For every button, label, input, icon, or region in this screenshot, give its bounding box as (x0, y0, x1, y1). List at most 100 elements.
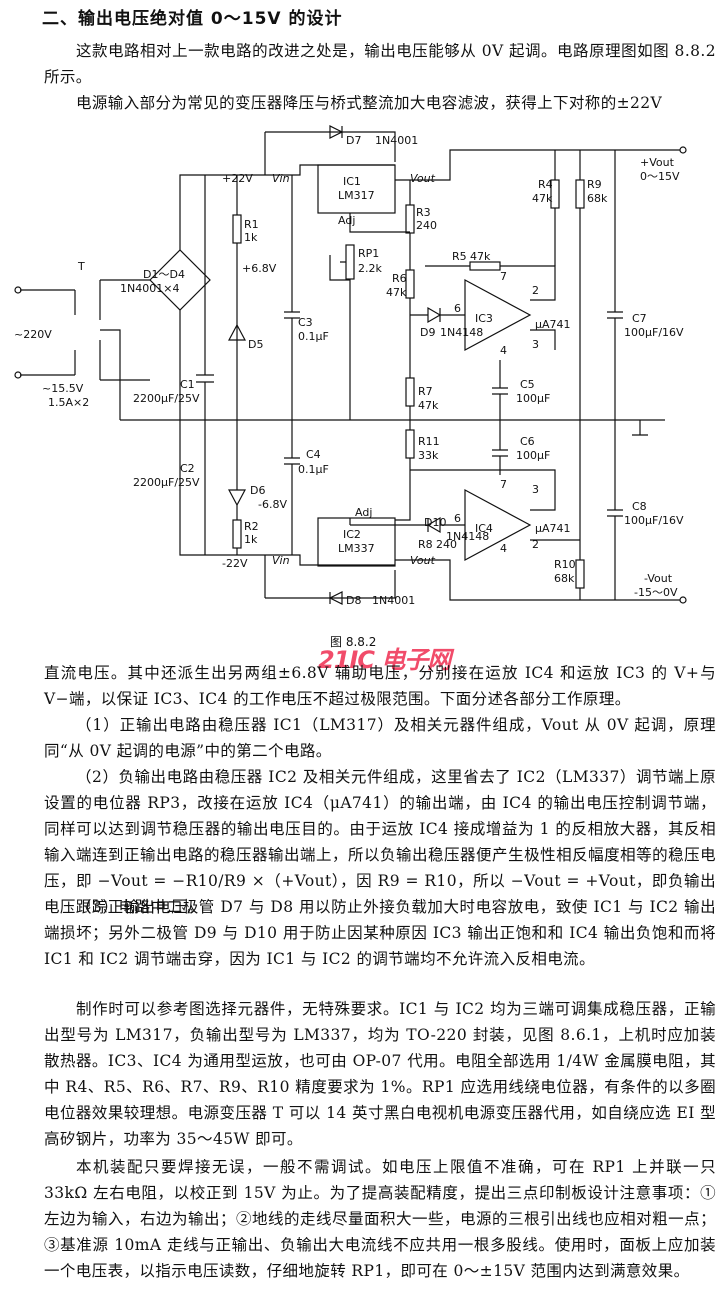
label-p22: +22V (222, 172, 253, 185)
label-c4: C4 (306, 448, 321, 461)
label-r6: R6 (392, 272, 407, 285)
label-d7-type: 1N4001 (375, 134, 418, 147)
label-ic1: IC1 (343, 175, 361, 188)
label-r3: R3 (416, 206, 431, 219)
label-ic3-type: μA741 (535, 318, 571, 331)
label-c7-val: 100μF/16V (624, 326, 684, 339)
label-pin7a: 7 (500, 270, 507, 283)
label-r5-val: 47k (470, 250, 491, 263)
label-r10-val: 68k (554, 572, 575, 585)
label-pin2b: 2 (532, 538, 539, 551)
label-pin7b: 7 (500, 478, 507, 491)
label-c8-val: 100μF/16V (624, 514, 684, 527)
label-sec-a: 1.5A×2 (48, 396, 89, 409)
label-n22: -22V (222, 557, 248, 570)
label-d9-type: 1N4148 (440, 326, 483, 339)
label-rp1: RP1 (358, 247, 379, 260)
label-t: T (77, 260, 85, 273)
label-d8: D8 (346, 594, 361, 607)
label-vout1: Vout (410, 172, 436, 185)
label-c8: C8 (632, 500, 647, 513)
label-nout: -Vout (644, 572, 673, 585)
paragraph-item-2: （2）负输出电路由稳压器 IC2 及相关元件组成，这里省去了 IC2（LM337… (44, 768, 716, 916)
label-adj2: Adj (355, 506, 372, 519)
label-r4: R4 (538, 178, 553, 191)
paragraph-intro: 这款电路相对上一款电路的改进之处是，输出电压能够从 0V 起调。电路原理图如图 … (44, 42, 716, 86)
label-r7: R7 (418, 385, 433, 398)
label-c7: C7 (632, 312, 647, 325)
label-ic2: IC2 (343, 528, 361, 541)
label-r2: R2 (244, 520, 259, 533)
label-c1-val: 2200μF/25V (133, 392, 200, 405)
watermark: 21IC 电子网 (318, 640, 451, 675)
label-r11: R11 (418, 435, 440, 448)
label-pin6b: 6 (454, 512, 461, 525)
label-c3-val: 0.1μF (298, 330, 329, 343)
label-bridge: D1～D4 (143, 268, 185, 281)
section-heading: 二、输出电压绝对值 0～15V 的设计 (42, 9, 343, 29)
label-sec-v: ~15.5V (42, 382, 84, 395)
label-d10-type: 1N4148 (446, 530, 489, 543)
label-c5-val: 100μF (516, 392, 550, 405)
label-pout: +Vout (640, 156, 675, 169)
label-c6-val: 100μF (516, 449, 550, 462)
label-vin1: Vin (272, 172, 290, 185)
label-r11-val: 33k (418, 449, 439, 462)
label-vout2: Vout (410, 554, 436, 567)
label-r6-val: 47k (386, 286, 407, 299)
label-ic2-type: LM337 (338, 542, 375, 555)
paragraph-item-3: （3）电路中二极管 D7 与 D8 用以防止外接负载加大时电容放电，致使 IC1… (44, 898, 716, 968)
label-c2-val: 2200μF/25V (133, 476, 200, 489)
label-d9: D9 (420, 326, 435, 339)
label-r5: R5 (452, 250, 467, 263)
wire-d7-top (265, 131, 396, 162)
label-r4-val: 47k (532, 192, 553, 205)
paragraph-power-input: 电源输入部分为常见的变压器降压与桥式整流加大电容滤波，获得上下对称的±22V (76, 94, 663, 112)
label-c1: C1 (180, 378, 195, 391)
label-d8-type: 1N4001 (372, 594, 415, 607)
label-pin4a: 4 (500, 344, 507, 357)
label-pin6a: 6 (454, 302, 461, 315)
wire-pos-out (395, 149, 680, 181)
label-c3: C3 (298, 316, 313, 329)
label-pin2a: 2 (532, 284, 539, 297)
wire-vin2 (210, 554, 395, 566)
circuit-diagram: ~220V T ~15.5V 1.5A×2 D1～D4 1N4001×4 C1 … (14, 125, 687, 649)
label-ic4-type: μA741 (535, 522, 571, 535)
label-c6: C6 (520, 435, 535, 448)
label-ic4: IC4 (475, 522, 493, 535)
label-rp1-val: 2.2k (358, 262, 382, 275)
label-r7-val: 47k (418, 399, 439, 412)
label-n68: -6.8V (258, 498, 287, 511)
label-bridge-type: 1N4001×4 (120, 282, 179, 295)
label-c5: C5 (520, 378, 535, 391)
label-r1-val: 1k (244, 231, 258, 244)
paragraph-assembly: 本机装配只要焊接无误，一般不需调试。如电压上限值不准确，可在 RP1 上并联一只… (44, 1158, 716, 1280)
label-r9-val: 68k (587, 192, 608, 205)
label-d10: D10 (424, 516, 446, 529)
wire-neg-out (395, 559, 680, 601)
label-p68: +6.8V (242, 262, 277, 275)
label-d5: D5 (248, 338, 263, 351)
label-r1: R1 (244, 218, 259, 231)
paragraph-item-1: （1）正输出电路由稳压器 IC1（LM317）及相关元器件组成，Vout 从 0… (44, 716, 716, 760)
label-vin2: Vin (272, 554, 290, 567)
label-ic3: IC3 (475, 312, 493, 325)
label-input-v: ~220V (14, 328, 52, 341)
watermark-logo: 21IC 电子网 (318, 646, 451, 674)
label-r10: R10 (554, 558, 576, 571)
label-r8: R8 (418, 538, 433, 551)
label-d6: D6 (250, 484, 265, 497)
label-ic1-type: LM317 (338, 189, 375, 202)
label-pin3b: 3 (532, 483, 539, 496)
label-r2-val: 1k (244, 533, 258, 546)
paragraph-aux-voltage: 直流电压。其中还派生出另两组±6.8V 辅助电压，分别接在运放 IC4 和运放 … (44, 664, 716, 708)
label-r8-val: 240 (436, 538, 457, 551)
label-r3-val: 240 (416, 219, 437, 232)
paragraph-construction: 制作时可以参考图选择元器件，无特殊要求。IC1 与 IC2 均为三端可调集成稳压… (44, 1000, 716, 1148)
label-c2: C2 (180, 462, 195, 475)
figure-caption: 图 8.8.2 (330, 635, 376, 649)
label-r9: R9 (587, 178, 602, 191)
label-pin4b: 4 (500, 542, 507, 555)
label-pout-range: 0～15V (640, 170, 680, 183)
